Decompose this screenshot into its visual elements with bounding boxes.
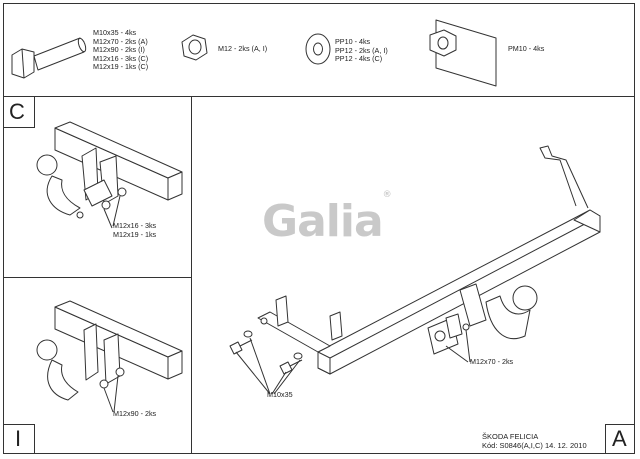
title-block: ŠKODA FELICIA Kód: S0846(A,I,C) 14. 12. …	[482, 432, 587, 450]
nut-spec: M12 - 2ks (A, I)	[218, 44, 268, 53]
panel-a-side-label: M10x35	[267, 390, 293, 399]
panel-a-bolt-label: M12x70 - 2ks	[470, 357, 514, 366]
panel-i-hitch	[36, 300, 183, 413]
nut-icon	[181, 34, 208, 61]
left-panel-divider	[3, 277, 192, 279]
bolt-spec: M10x35 - 4ks	[93, 28, 137, 37]
panel-i-letter-box	[3, 424, 35, 454]
galia-logo: Galia®	[262, 190, 392, 247]
panel-a-letter: A	[612, 426, 627, 451]
bolt-spec: M12x70 - 2ks (A)	[93, 36, 148, 46]
washer-spec: PP10 - 4ks	[335, 37, 371, 46]
model-name: ŠKODA FELICIA	[482, 432, 539, 441]
panel-c-letter: C	[9, 99, 25, 124]
bolt-callout: M12x16 - 3ks	[113, 221, 157, 230]
plate-icon	[429, 19, 497, 87]
drawing-frame	[3, 3, 635, 454]
bolts-list: M10x35 - 4ks M12x70 - 2ks (A) M12x90 - 2…	[93, 28, 149, 72]
plate-spec: PM10 - 4ks	[508, 44, 545, 53]
bolt-spec: M12x90 - 2ks (I)	[93, 45, 145, 55]
washer-icon	[305, 33, 331, 65]
bolt-spec: M12x19 - 1ks (C)	[93, 62, 149, 72]
washer-spec: PP12 - 2ks (A, I)	[335, 45, 388, 55]
bolt-callout: M12x19 - 1ks	[113, 229, 157, 239]
top-divider	[3, 96, 635, 98]
washers-list: PP10 - 4ks PP12 - 2ks (A, I) PP12 - 4ks …	[335, 37, 388, 64]
panel-i-letter: I	[15, 426, 22, 451]
panel-c-hitch	[36, 121, 183, 229]
panel-a-letter-box	[605, 424, 635, 454]
panel-c-labels: M12x16 - 3ks M12x19 - 1ks	[113, 221, 157, 239]
drawing-code: Kód: S0846(A,I,C) 14. 12. 2010	[482, 441, 587, 450]
panel-a-hitch	[229, 145, 601, 395]
panel-i-label: M12x90 - 2ks	[113, 409, 157, 418]
bolt-icon	[11, 37, 87, 79]
washer-spec: PP12 - 4ks (C)	[335, 54, 383, 64]
bolt-spec: M12x16 - 3ks (C)	[93, 53, 149, 63]
panel-c-letter-box	[3, 96, 35, 128]
left-column-divider	[191, 96, 193, 454]
